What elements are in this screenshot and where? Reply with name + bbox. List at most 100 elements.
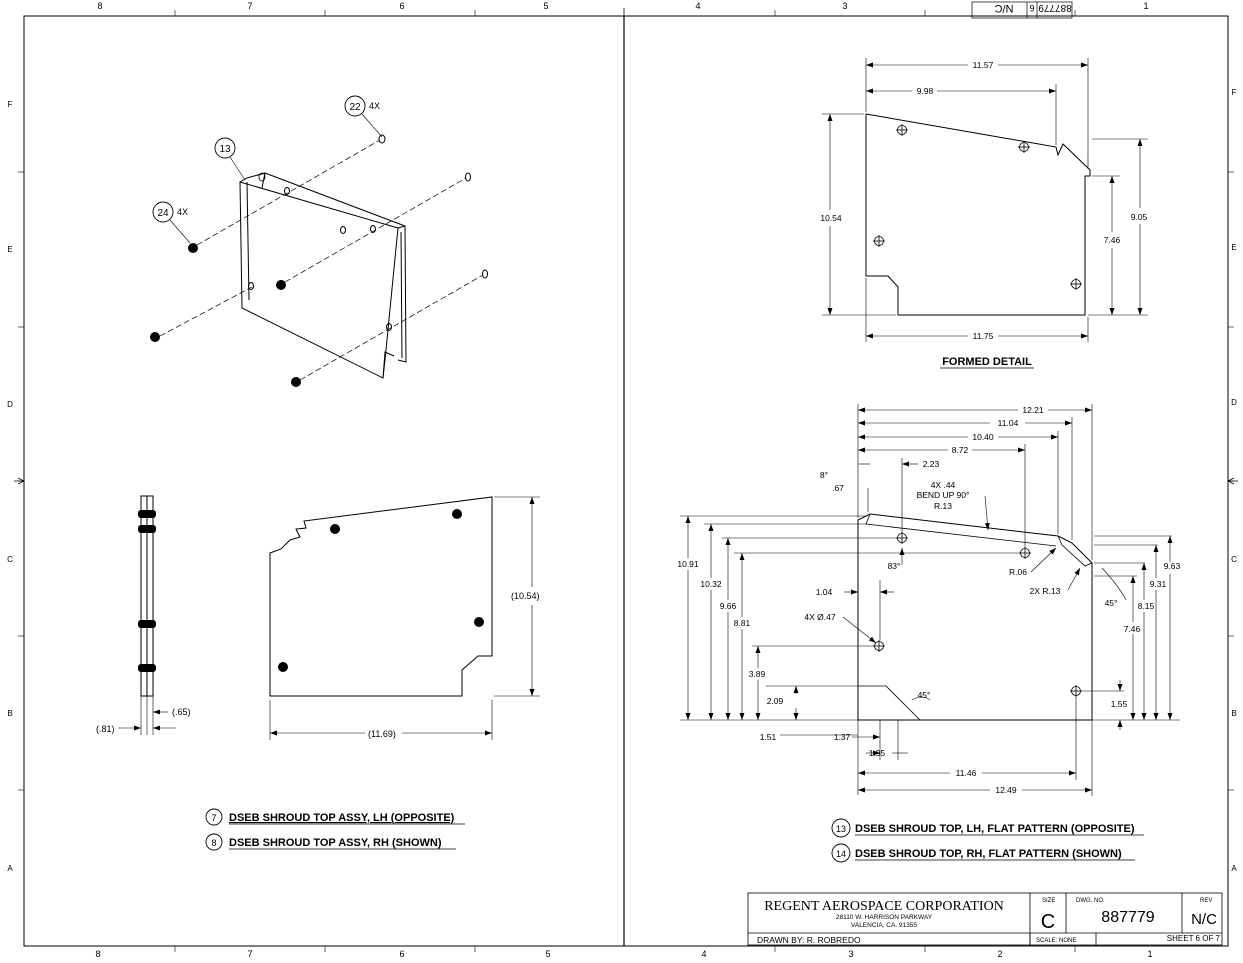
formed-detail bbox=[822, 58, 1148, 342]
svg-text:DSEB SHROUD TOP, RH, FLAT PATT: DSEB SHROUD TOP, RH, FLAT PATTERN (SHOWN… bbox=[855, 848, 1122, 860]
svg-text:9.98: 9.98 bbox=[917, 86, 934, 96]
svg-text:8: 8 bbox=[97, 1, 102, 11]
svg-text:887779: 887779 bbox=[1038, 2, 1072, 13]
svg-text:DSEB SHROUD TOP, LH, FLAT PATT: DSEB SHROUD TOP, LH, FLAT PATTERN (OPPOS… bbox=[855, 823, 1135, 835]
svg-text:4X Ø.47: 4X Ø.47 bbox=[804, 612, 835, 622]
svg-text:5: 5 bbox=[545, 949, 550, 959]
svg-text:8.72: 8.72 bbox=[952, 445, 969, 455]
svg-text:2.09: 2.09 bbox=[767, 696, 784, 706]
svg-text:1.51: 1.51 bbox=[760, 732, 777, 742]
svg-text:7: 7 bbox=[247, 949, 252, 959]
svg-text:1: 1 bbox=[1143, 1, 1148, 11]
svg-text:DSEB SHROUD TOP ASSY, LH (OPPO: DSEB SHROUD TOP ASSY, LH (OPPOSITE) bbox=[229, 812, 455, 824]
svg-text:10.40: 10.40 bbox=[972, 432, 994, 442]
svg-text:DWG. NO.: DWG. NO. bbox=[1076, 898, 1105, 904]
dim-side-081: (.81) bbox=[96, 724, 115, 734]
svg-text:45°: 45° bbox=[918, 690, 931, 700]
svg-text:N/C: N/C bbox=[994, 2, 1013, 14]
svg-text:DSEB SHROUD TOP ASSY, RH (SHOW: DSEB SHROUD TOP ASSY, RH (SHOWN) bbox=[229, 837, 442, 849]
svg-text:E: E bbox=[7, 245, 12, 254]
svg-text:1.04: 1.04 bbox=[816, 587, 833, 597]
svg-text:F: F bbox=[1232, 88, 1237, 97]
svg-text:3: 3 bbox=[842, 1, 847, 11]
svg-text:12.21: 12.21 bbox=[1022, 405, 1044, 415]
svg-text:13: 13 bbox=[219, 144, 231, 155]
svg-text:6: 6 bbox=[1029, 3, 1034, 13]
svg-text:6: 6 bbox=[399, 949, 404, 959]
svg-text:VALENCIA, CA. 91355: VALENCIA, CA. 91355 bbox=[851, 922, 917, 929]
svg-text:3.89: 3.89 bbox=[749, 669, 766, 679]
svg-text:45°: 45° bbox=[1105, 598, 1118, 608]
svg-text:B: B bbox=[1231, 709, 1236, 718]
svg-text:13: 13 bbox=[836, 824, 846, 834]
side-view bbox=[118, 495, 176, 735]
flat-pattern-dims: 12.21 11.04 10.40 8.72 2.23 8° .67 4X .4… bbox=[677, 405, 1180, 795]
svg-text:9.05: 9.05 bbox=[1131, 212, 1148, 222]
sheet-size: C bbox=[1041, 911, 1055, 933]
svg-text:9.31: 9.31 bbox=[1150, 579, 1167, 589]
border-row-labels: F E D C B A F E D C B A bbox=[7, 88, 1237, 873]
svg-text:C: C bbox=[1231, 555, 1237, 564]
svg-text:8°: 8° bbox=[820, 470, 828, 480]
company-name: REGENT AEROSPACE CORPORATION bbox=[764, 899, 1004, 914]
svg-text:9.63: 9.63 bbox=[1164, 561, 1181, 571]
svg-text:4X: 4X bbox=[369, 101, 380, 111]
dim-front-height: (10.54) bbox=[511, 591, 540, 601]
svg-text:7.46: 7.46 bbox=[1104, 235, 1121, 245]
svg-text:R.13: R.13 bbox=[934, 501, 952, 511]
svg-text:4X .44: 4X .44 bbox=[931, 480, 956, 490]
svg-text:SCALE: NONE: SCALE: NONE bbox=[1036, 938, 1076, 944]
svg-text:.67: .67 bbox=[832, 483, 844, 493]
svg-text:6: 6 bbox=[399, 1, 404, 11]
svg-text:SIZE: SIZE bbox=[1042, 898, 1055, 904]
sheet-number: SHEET 6 OF 7 bbox=[1167, 934, 1221, 943]
svg-text:11.04: 11.04 bbox=[998, 418, 1019, 428]
svg-text:D: D bbox=[1231, 398, 1237, 407]
svg-text:1.37: 1.37 bbox=[834, 732, 851, 742]
svg-text:12.49: 12.49 bbox=[995, 785, 1017, 795]
svg-text:4: 4 bbox=[701, 949, 706, 959]
svg-text:22: 22 bbox=[349, 102, 361, 113]
formed-detail-title: FORMED DETAIL bbox=[942, 356, 1032, 368]
revision: N/C bbox=[1191, 911, 1217, 928]
svg-text:10.32: 10.32 bbox=[700, 579, 722, 589]
inverted-number-stamp: 887779 6 N/C bbox=[971, 1, 1073, 19]
svg-text:10.91: 10.91 bbox=[677, 559, 699, 569]
sheet-border bbox=[14, 8, 1238, 952]
iso-balloons: 22 4X 13 24 4X bbox=[152, 95, 383, 244]
drawing-number: 887779 bbox=[1101, 909, 1154, 926]
svg-text:2X R.13: 2X R.13 bbox=[1030, 586, 1061, 596]
svg-text:1.55: 1.55 bbox=[1111, 699, 1128, 709]
svg-text:A: A bbox=[1231, 864, 1237, 873]
svg-text:14: 14 bbox=[836, 849, 846, 859]
svg-text:24: 24 bbox=[157, 208, 169, 219]
svg-text:11.57: 11.57 bbox=[973, 60, 994, 70]
left-view-titles: 7 DSEB SHROUD TOP ASSY, LH (OPPOSITE) 8 … bbox=[205, 808, 465, 851]
svg-text:1.95: 1.95 bbox=[869, 748, 886, 758]
svg-text:R.06: R.06 bbox=[1009, 567, 1027, 577]
svg-text:28110 W. HARRISON PARKWAY: 28110 W. HARRISON PARKWAY bbox=[836, 914, 933, 921]
svg-text:2.23: 2.23 bbox=[923, 459, 940, 469]
svg-text:8: 8 bbox=[95, 949, 100, 959]
title-block-text: REGENT AEROSPACE CORPORATION 28110 W. HA… bbox=[757, 898, 1221, 945]
drawn-by: DRAWN BY: R. ROBREDO bbox=[757, 935, 861, 945]
svg-text:2: 2 bbox=[997, 949, 1002, 959]
svg-text:D: D bbox=[7, 400, 13, 409]
svg-text:8.81: 8.81 bbox=[734, 618, 751, 628]
svg-text:11.75: 11.75 bbox=[973, 331, 994, 341]
svg-text:5: 5 bbox=[543, 1, 548, 11]
svg-text:REV: REV bbox=[1200, 898, 1212, 904]
svg-text:4X: 4X bbox=[177, 207, 188, 217]
border-column-labels: 8 7 6 5 4 3 1 8 7 6 5 4 3 2 1 bbox=[95, 1, 1152, 959]
front-view bbox=[269, 496, 540, 740]
svg-text:1: 1 bbox=[1147, 949, 1152, 959]
svg-text:B: B bbox=[7, 709, 12, 718]
dim-side-065: (.65) bbox=[172, 707, 191, 717]
svg-text:7: 7 bbox=[211, 813, 216, 823]
svg-text:8.15: 8.15 bbox=[1138, 601, 1155, 611]
svg-text:9.66: 9.66 bbox=[720, 601, 737, 611]
formed-detail-dims: 11.57 9.98 10.54 9.05 7.46 11.75 bbox=[820, 60, 1147, 341]
title-block bbox=[747, 892, 1223, 946]
isometric-view bbox=[150, 134, 488, 387]
